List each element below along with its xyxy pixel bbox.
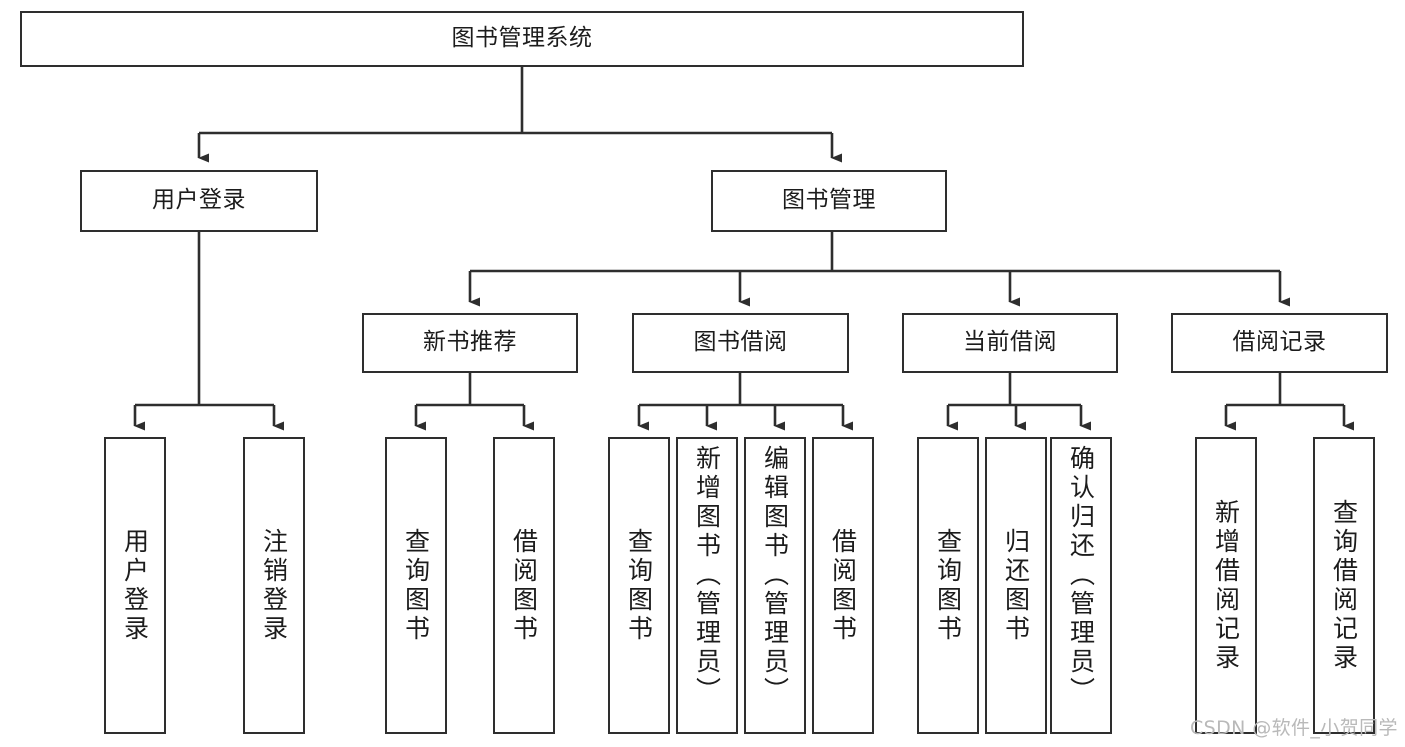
leaf-book-borrow-borrow-book[interactable]: 借阅图书	[812, 437, 874, 734]
leaf-borrow-record-query-record[interactable]: 查询借阅记录	[1313, 437, 1375, 734]
node-label: 查询借阅记录	[1329, 498, 1359, 673]
node-label: 查询图书	[401, 527, 431, 644]
node-book-borrowing[interactable]: 图书借阅	[632, 313, 849, 373]
leaf-user-login-logout[interactable]: 注销登录	[243, 437, 305, 734]
node-label: 图书管理	[782, 187, 876, 214]
node-label: 注销登录	[259, 527, 289, 644]
node-label: 当前借阅	[963, 329, 1057, 356]
node-label: 新增借阅记录	[1211, 498, 1241, 673]
node-label: 归还图书	[1001, 527, 1031, 644]
leaf-new-book-query-book[interactable]: 查询图书	[385, 437, 447, 734]
node-label: 查询图书	[624, 527, 654, 644]
node-label: 查询图书	[933, 527, 963, 644]
node-user-login[interactable]: 用户登录	[80, 170, 318, 232]
node-book-management[interactable]: 图书管理	[711, 170, 947, 232]
node-label: 图书管理系统	[451, 25, 593, 52]
leaf-new-book-borrow-book[interactable]: 借阅图书	[493, 437, 555, 734]
leaf-book-borrow-edit-book-admin[interactable]: 编辑图书（管理员）	[744, 437, 806, 734]
node-label: 确认归还（管理员）	[1066, 445, 1096, 706]
node-borrowing-record[interactable]: 借阅记录	[1171, 313, 1388, 373]
leaf-current-borrow-return-book[interactable]: 归还图书	[985, 437, 1047, 734]
node-label: 编辑图书（管理员）	[760, 445, 790, 706]
node-new-book-recommendation[interactable]: 新书推荐	[362, 313, 578, 373]
leaf-current-borrow-confirm-return-admin[interactable]: 确认归还（管理员）	[1050, 437, 1112, 734]
node-label: 新增图书（管理员）	[692, 445, 722, 706]
node-root-book-management-system[interactable]: 图书管理系统	[20, 11, 1024, 67]
node-label: 用户登录	[120, 527, 150, 644]
node-label: 借阅图书	[509, 527, 539, 644]
leaf-book-borrow-query-book[interactable]: 查询图书	[608, 437, 670, 734]
leaf-book-borrow-add-book-admin[interactable]: 新增图书（管理员）	[676, 437, 738, 734]
leaf-borrow-record-add-record[interactable]: 新增借阅记录	[1195, 437, 1257, 734]
leaf-current-borrow-query-book[interactable]: 查询图书	[917, 437, 979, 734]
node-label: 借阅图书	[828, 527, 858, 644]
node-current-borrowing[interactable]: 当前借阅	[902, 313, 1118, 373]
node-label: 借阅记录	[1232, 329, 1327, 356]
node-label: 图书借阅	[693, 329, 788, 356]
node-label: 新书推荐	[423, 329, 517, 356]
node-label: 用户登录	[152, 187, 246, 214]
leaf-user-login-login[interactable]: 用户登录	[104, 437, 166, 734]
